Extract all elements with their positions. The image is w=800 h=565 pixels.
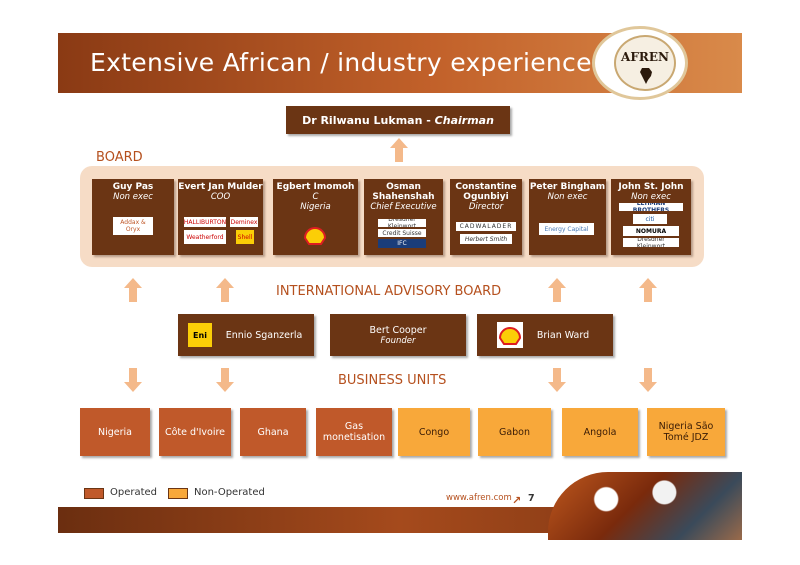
advisor-name: Brian Ward (536, 329, 590, 341)
company-logo: Weatherford (184, 230, 226, 244)
member-name: Guy Pas (112, 182, 154, 192)
company-logo: Herbert Smith (460, 234, 512, 244)
chairman-role: Chairman (434, 113, 494, 127)
workers-photo (548, 472, 742, 540)
company-logo: Addax & Oryx (113, 217, 153, 235)
company-logo: IFC (378, 239, 426, 248)
member-role: COO (210, 192, 231, 202)
company-logo: LEHMAN BROTHERS (619, 203, 683, 211)
chairman-box: Dr Rilwanu Lukman - Chairman (286, 106, 510, 134)
company-logo: Energy Capital (539, 223, 594, 235)
legend-non-operated: Non-Operated (194, 487, 265, 498)
legend-operated: Operated (110, 487, 158, 498)
business-unit-nigeria: Nigeria (80, 408, 150, 456)
eni-logo-icon: Eni (188, 323, 212, 347)
member-name: Osman Shahenshah (372, 182, 435, 202)
member-role-line2: Nigeria (300, 202, 331, 212)
company-logo: NOMURA (623, 226, 679, 236)
member-role: Non exec (113, 192, 153, 202)
member-name: Peter Bingham (529, 182, 606, 192)
advisor-ennio-sganzerla: Eni Ennio Sganzerla (178, 314, 314, 356)
advisor-bert-cooper: Bert Cooper Founder (330, 314, 466, 356)
company-logo: CADWALADER (456, 222, 516, 231)
advisory-board-label: INTERNATIONAL ADVISORY BOARD (276, 284, 502, 299)
advisor-role: Founder (380, 335, 416, 346)
business-unit-cote-divoire: Côte d'Ivoire (159, 408, 231, 456)
advisor-brian-ward: Brian Ward (477, 314, 613, 356)
member-role: C (312, 192, 319, 202)
board-member-john-st-john: John St. John Non exec LEHMAN BROTHERS c… (611, 179, 691, 255)
company-logo: HALLIBURTON (184, 217, 226, 227)
business-unit-gas-monetisation: Gas monetisation (316, 408, 392, 456)
business-unit-gabon: Gabon (478, 408, 551, 456)
arrow-down-icon (216, 368, 234, 392)
arrow-northeast-icon: ↗ (512, 494, 522, 507)
business-unit-nigeria-sao-tome-jdz: Nigeria São Tomé JDZ (647, 408, 725, 456)
arrow-up-icon (124, 278, 142, 302)
member-name: John St. John (618, 182, 684, 192)
slide-title: Extensive African / industry experience (90, 48, 592, 77)
shell-logo-icon (497, 322, 523, 348)
member-name: Egbert Imomoh (276, 182, 355, 192)
business-units-label: BUSINESS UNITS (338, 373, 447, 388)
page-number: 7 (528, 493, 535, 504)
company-logo: Shell (236, 230, 254, 244)
arrow-up-icon (216, 278, 234, 302)
member-role: Non exec (547, 192, 588, 202)
member-name: Evert Jan Mulder (178, 182, 263, 192)
board-member-constantine-ogunbiyi: Constantine Ogunbiyi Director CADWALADER… (450, 179, 522, 255)
legend-swatch-operated (84, 488, 104, 499)
board-member-evert-jan-mulder: Evert Jan Mulder COO HALLIBURTON Deminex… (178, 179, 263, 255)
member-role: Director (468, 202, 504, 212)
advisor-name: Bert Cooper (369, 324, 427, 336)
business-unit-angola: Angola (562, 408, 638, 456)
arrow-up-icon (548, 278, 566, 302)
company-logo: Dresdner Kleinwort (623, 238, 679, 247)
arrow-up-icon (639, 278, 657, 302)
chairman-name: Dr Rilwanu Lukman - (302, 113, 431, 127)
company-logo: citi (633, 214, 667, 224)
business-unit-ghana: Ghana (240, 408, 306, 456)
board-member-osman-shahenshah: Osman Shahenshah Chief Executive Dresdne… (364, 179, 443, 255)
africa-map-icon (640, 68, 652, 84)
company-logo: Deminex (230, 217, 258, 227)
logo-text: AFREN (621, 50, 669, 64)
arrow-down-icon (639, 368, 657, 392)
arrow-down-icon (548, 368, 566, 392)
business-unit-congo: Congo (398, 408, 470, 456)
board-label: BOARD (96, 150, 143, 165)
board-member-egbert-imomoh: Egbert Imomoh C Nigeria (273, 179, 358, 255)
arrow-down-icon (124, 368, 142, 392)
member-role: Non exec (631, 192, 671, 202)
company-logo: Credit Suisse (378, 229, 426, 237)
member-name: Constantine Ogunbiyi (455, 182, 517, 202)
arrow-up-icon (390, 138, 408, 162)
board-member-peter-bingham: Peter Bingham Non exec Energy Capital (529, 179, 606, 255)
legend-swatch-non-operated (168, 488, 188, 499)
footer-url: www.afren.com (446, 493, 512, 503)
member-role: Chief Executive (370, 202, 437, 212)
company-logo: Dresdner Kleinwort (378, 219, 426, 227)
board-member-guy-pas: Guy Pas Non exec Addax & Oryx (92, 179, 174, 255)
shell-logo-icon (303, 227, 327, 245)
advisor-name: Ennio Sganzerla (225, 329, 303, 341)
